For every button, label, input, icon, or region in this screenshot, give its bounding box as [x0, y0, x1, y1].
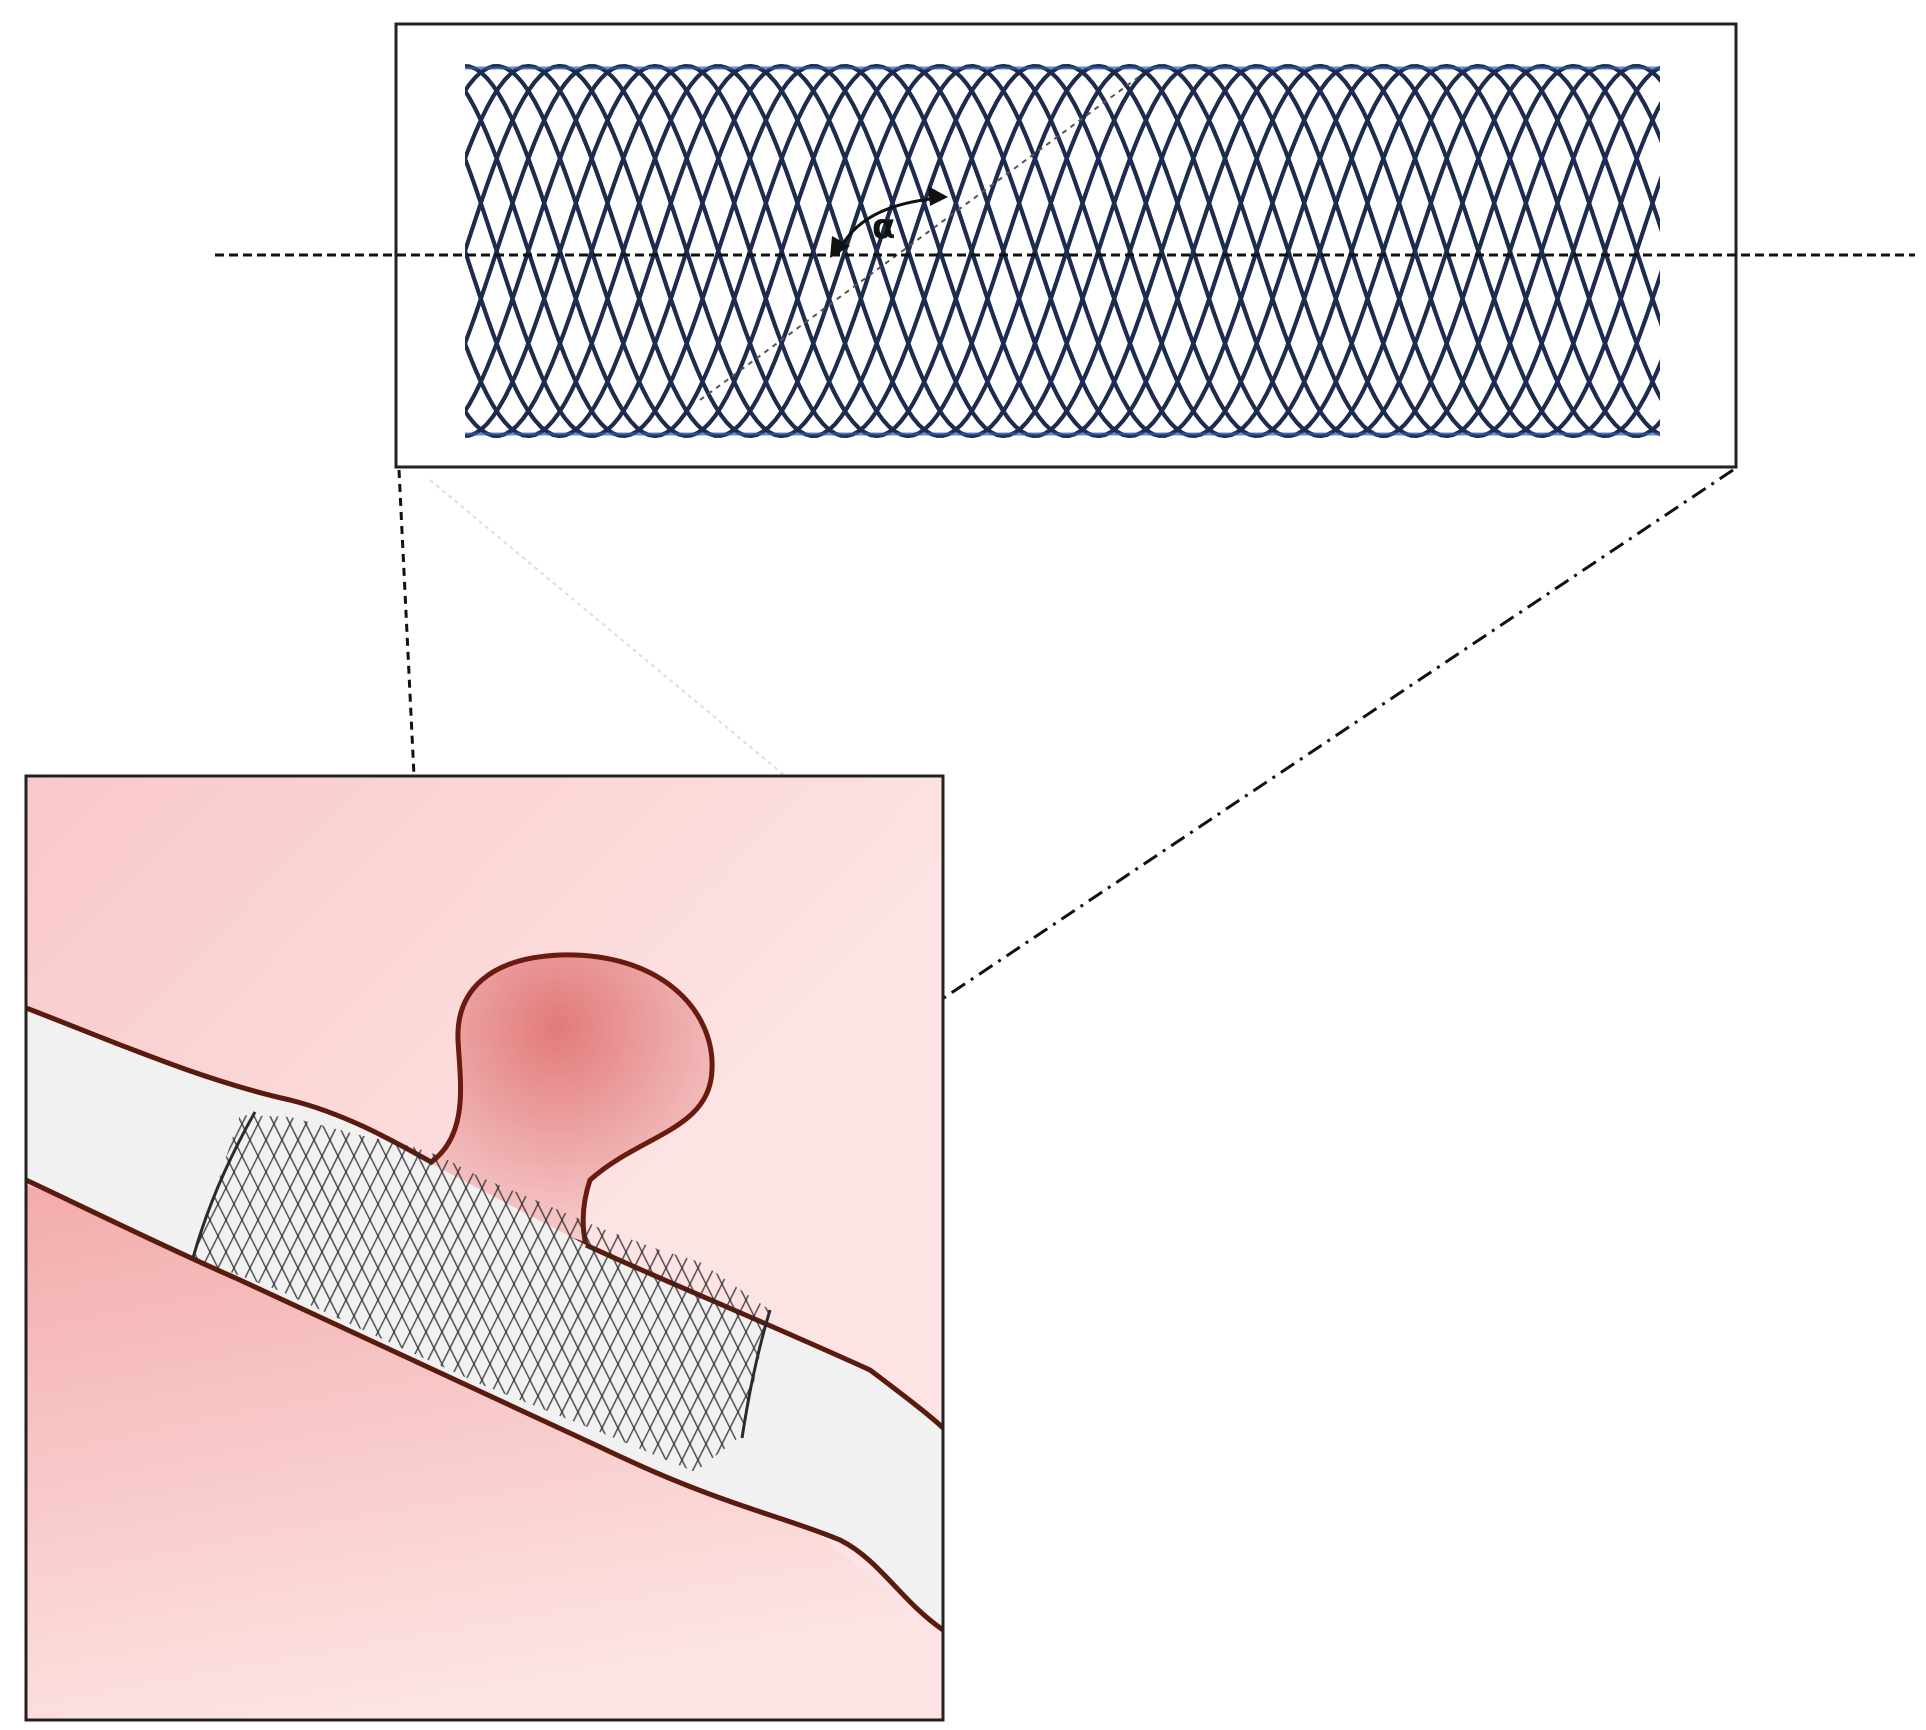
deployed-stent-wire-109 — [613, 1115, 770, 1472]
stent-detail-panel: α — [215, 22, 1915, 469]
deployed-stent-wire-149 — [934, 1100, 1134, 1500]
stent-wire-19 — [465, 63, 1660, 439]
deployed-stent-wire-43 — [193, 1115, 287, 1472]
deployed-stent-wire-152 — [966, 1100, 1166, 1500]
stent-wire-17 — [465, 63, 1660, 439]
deployed-stent-wire-159 — [1014, 1100, 1214, 1500]
stent-wire-14 — [465, 63, 1660, 439]
deployed-stent-wire-154 — [982, 1100, 1182, 1500]
deployed-stent-wire-157 — [998, 1100, 1198, 1500]
deployed-stent-wire-147 — [918, 1100, 1118, 1500]
braid-angle-indicator: α — [830, 186, 948, 258]
stent-wire-16 — [465, 63, 1660, 439]
deployed-stent-wire-153 — [966, 1100, 1166, 1500]
deployed-stent-wire-150 — [950, 1100, 1150, 1500]
zoom-line-faint — [429, 479, 791, 781]
deployed-stent-wire-162 — [1046, 1100, 1246, 1500]
braided-stent-mesh — [465, 63, 1660, 439]
deployed-stent-wire-113 — [645, 1115, 770, 1472]
deployed-stent-wire-148 — [934, 1100, 1134, 1500]
deployed-stent-wire-41 — [193, 1115, 271, 1472]
vessel-wall-lower — [26, 1177, 943, 1633]
deployed-stent-wire-117 — [677, 1115, 770, 1472]
stent-wire-18 — [465, 63, 1660, 439]
aneurysm-sac — [427, 952, 715, 1248]
deployed-stent-wire-111 — [629, 1115, 770, 1472]
deployed-stent-wire-9 — [0, 1100, 14, 1500]
braid-angle-label: α — [872, 207, 895, 247]
deployed-stent-wire-151 — [950, 1100, 1150, 1500]
deployed-stent-wire-8 — [0, 1100, 14, 1500]
braid-angle-guide-line — [699, 75, 1141, 401]
deployed-stent-wire-161 — [1030, 1100, 1230, 1500]
deployed-stent-wire-163 — [1046, 1100, 1246, 1500]
vessel-panel-frame — [24, 774, 945, 1722]
deployed-stent-wire-119 — [693, 1115, 770, 1472]
deployed-stent-wire-155 — [982, 1100, 1182, 1500]
deployed-stent-wire-158 — [1014, 1100, 1214, 1500]
lower-tissue — [26, 1185, 943, 1720]
vessel-aneurysm-panel — [0, 774, 1246, 1722]
vessel-wall-upper — [26, 1005, 943, 1430]
deployed-stent-wire-146 — [918, 1100, 1118, 1500]
deployed-stent-outline — [191, 1111, 772, 1439]
deployed-stent-wire-156 — [998, 1100, 1198, 1500]
deployed-stent-wire-160 — [1030, 1100, 1230, 1500]
stent-wire-15 — [465, 63, 1660, 439]
